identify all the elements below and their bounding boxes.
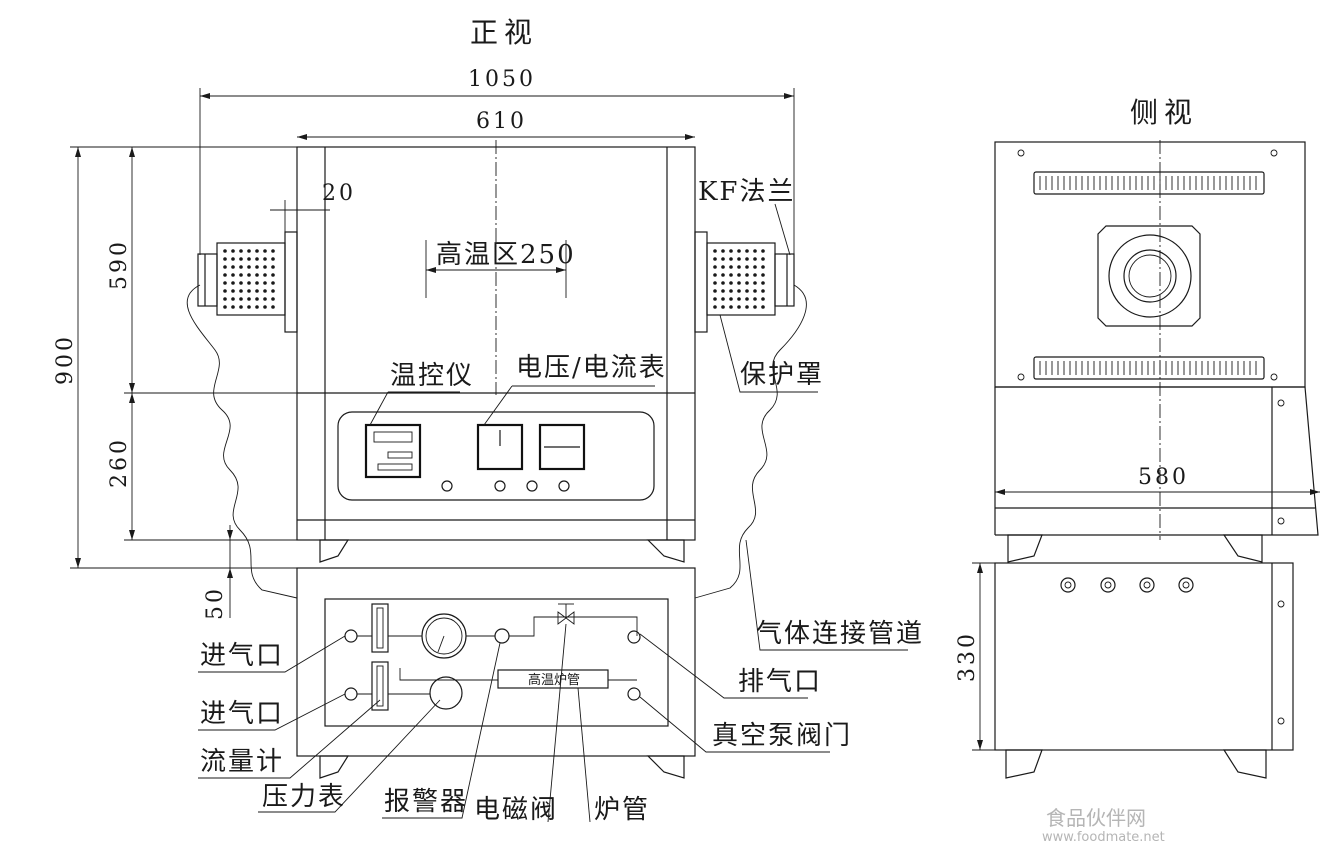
inlet-1-leader [198,635,346,673]
side-view-lower [994,562,1294,779]
vacuum-valve-leader [639,696,830,753]
dim-side-width: 580 [995,465,1320,495]
left-protective-cover [197,231,298,333]
gas-pipe-left [186,284,298,599]
dim-foot-height-text: 50 [203,586,228,620]
inlet-2-leader [198,693,346,731]
solenoid-valve-label: 电磁阀 [474,795,558,825]
kf-flange-label: KF法兰 [698,177,795,207]
upper-feet [319,539,685,563]
furnace-tube-leader [577,687,591,823]
flow-meter-leader [198,699,381,779]
dim-total-height-text: 900 [53,334,78,385]
control-panel [337,411,655,501]
dim-overall-width: 1050 [199,67,795,255]
vacuum-valve-label: 真空泵阀门 [712,721,852,751]
gas-control-cabinet [296,567,696,779]
tube-inner-label: 高温炉管 [528,672,580,688]
dim-hot-zone: 高温区250 [425,240,576,298]
gas-cabinet-internals: 高温炉管 [344,603,641,711]
inlet-1-label: 进气口 [200,641,284,671]
exhaust-leader [639,633,808,699]
furnace-body [296,140,696,541]
side-view-upper [994,140,1319,540]
watermark-url: www.foodmate.net [1042,830,1165,845]
gas-pipe-right [694,284,807,599]
volt-amp-meter-leader [483,385,655,426]
hot-zone-text: 高温区250 [436,240,576,270]
dim-side-width-text: 580 [1138,465,1189,490]
gas-pipe-label: 气体连接管道 [756,619,924,649]
side-view-title: 侧视 [1130,96,1198,129]
gas-pipe-leader [745,539,908,651]
kf-flange-leader [774,203,791,256]
protective-cover-leader [719,314,818,393]
dim-flange-gap-text: 20 [322,181,356,206]
dim-body-width: 610 [297,109,695,140]
dim-vertical [70,146,297,618]
dim-lower-height-text: 260 [107,437,132,488]
protective-cover-label: 保护罩 [740,360,824,390]
dim-cabinet-height [972,562,995,751]
front-view-title: 正视 [470,16,538,49]
watermark-cn: 食品伙伴网 [1046,806,1146,830]
alarm-label: 报警器 [384,787,468,817]
inlet-2-label: 进气口 [200,699,284,729]
flow-meter-label: 流量计 [200,747,284,777]
dim-upper-height-text: 590 [107,239,132,290]
temp-controller-label: 温控仪 [390,361,474,391]
exhaust-label: 排气口 [738,667,822,697]
solenoid-valve-leader [547,623,567,823]
pressure-gauge-leader [258,699,441,813]
furnace-tube-label: 炉管 [594,795,650,825]
dim-flange-gap: 20 [270,181,356,232]
dim-body-width-text: 610 [476,109,527,134]
dim-overall-width-text: 1050 [468,67,536,92]
pressure-gauge-label: 压力表 [262,782,346,812]
alarm-leader [382,642,501,819]
right-protective-cover [694,231,795,333]
side-upper-feet [1007,534,1263,563]
temp-controller-leader [369,391,460,426]
volt-amp-meter-label: 电压/电流表 [516,353,667,383]
dim-cabinet-height-text: 330 [955,631,980,682]
